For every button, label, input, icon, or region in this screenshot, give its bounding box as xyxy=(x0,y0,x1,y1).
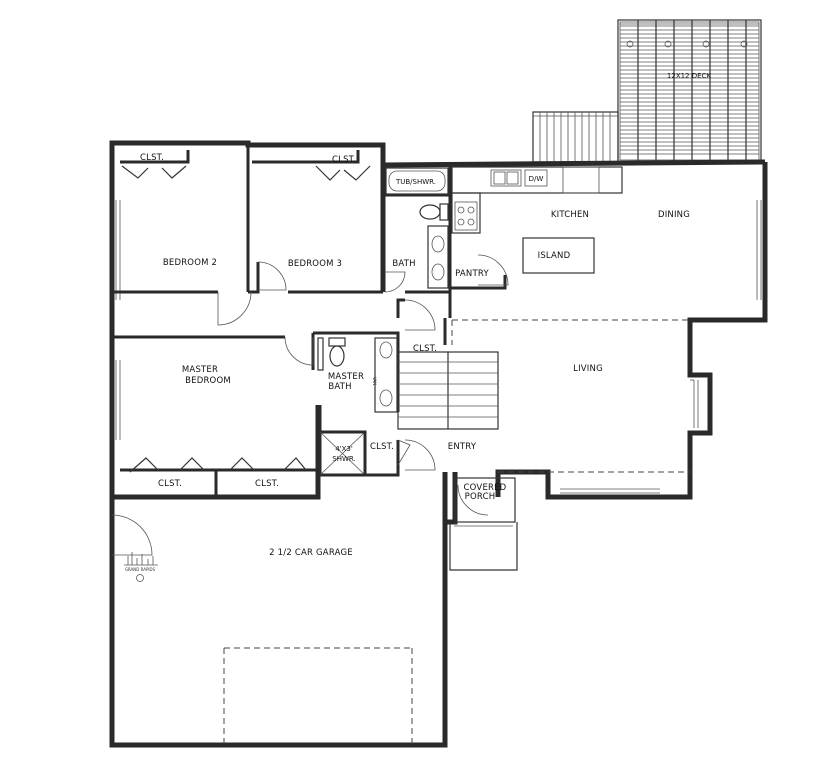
hall-closet-label: CLST. xyxy=(413,344,437,354)
hall-bath-label: BATH xyxy=(392,259,415,269)
logo-text: GRAND RAPIDS xyxy=(125,567,156,572)
bedroom-2-closet-label: CLST. xyxy=(140,153,164,163)
bathtub: TUB/SHWR. xyxy=(385,167,449,195)
door-swings xyxy=(111,254,509,556)
covered-porch-label-line1: COVERED xyxy=(464,483,507,493)
bedroom-3-closet-label: CLST. xyxy=(332,155,356,165)
garage-label: 2 1/2 CAR GARAGE xyxy=(269,548,353,558)
master-bedroom-label-line1: MASTER xyxy=(182,365,218,375)
dishwasher-label: D/W xyxy=(529,175,544,183)
exterior-walls xyxy=(109,140,768,748)
living-label: LIVING xyxy=(573,364,603,374)
master-bedroom-label-line2: BEDROOM xyxy=(185,376,231,386)
closet-doors xyxy=(121,165,371,473)
kitchen-island: ISLAND xyxy=(522,237,595,274)
pantry-label: PANTRY xyxy=(455,269,489,279)
covered-porch-label-line2: PORCH xyxy=(465,492,496,502)
kitchen-counters: D/W xyxy=(451,166,623,234)
master-bath-fixtures: VAN xyxy=(317,337,398,413)
dining-label: DINING xyxy=(658,210,690,220)
master-closet-1-label: CLST. xyxy=(158,479,182,489)
windows xyxy=(115,200,762,494)
bedroom-3-label: BEDROOM 3 xyxy=(288,259,342,269)
stairs xyxy=(397,351,499,430)
deck: 12X12 DECK xyxy=(617,19,762,163)
vanity-hall-bath xyxy=(427,225,449,289)
master-closet-2-label: CLST. xyxy=(255,479,279,489)
entry-label: ENTRY xyxy=(448,442,477,452)
deck-label: 12X12 DECK xyxy=(667,72,712,80)
kitchen-label: KITCHEN xyxy=(551,210,589,220)
island-label: ISLAND xyxy=(538,251,571,261)
shower-label: SHWR. xyxy=(332,455,355,463)
entry-closet-label: CLST. xyxy=(370,442,394,452)
master-bath-label-line1: MASTER xyxy=(328,372,364,382)
vanity-label: VAN xyxy=(372,377,377,385)
dashed-ceiling-lines xyxy=(223,319,690,745)
tub-label: TUB/SHWR. xyxy=(395,178,436,186)
shower-size-label: 4'X3' xyxy=(335,445,353,453)
builder-logo: GRAND RAPIDS xyxy=(124,552,158,582)
covered-porch xyxy=(449,477,518,571)
toilet-hall-bath xyxy=(419,203,449,221)
master-bath-label-line2: BATH xyxy=(328,382,351,392)
deck-stairs xyxy=(532,111,619,163)
room-labels: BEDROOM 2 BEDROOM 3 CLST. CLST. BATH PAN… xyxy=(140,153,690,558)
bedroom-2-label: BEDROOM 2 xyxy=(163,258,217,268)
interior-walls xyxy=(112,145,507,497)
